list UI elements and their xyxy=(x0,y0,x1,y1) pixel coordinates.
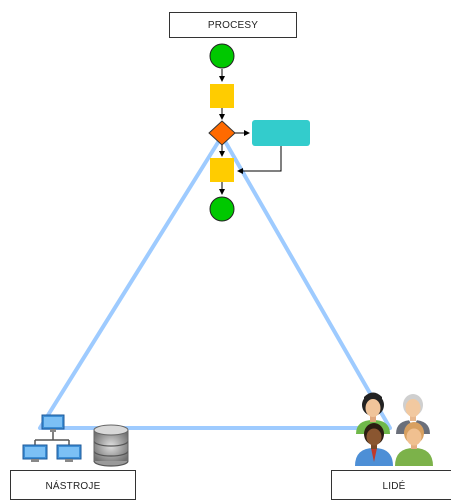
triangle-outline xyxy=(38,134,392,430)
flow-arrow-return xyxy=(237,146,282,174)
database-icon xyxy=(93,424,129,467)
data-object-box[interactable] xyxy=(252,120,310,146)
people-group xyxy=(355,392,433,466)
procesy-label-box: PROCESY xyxy=(169,12,297,38)
nastroje-label-box: NÁSTROJE xyxy=(10,470,136,500)
procesy-label: PROCESY xyxy=(207,19,259,31)
task-2[interactable] xyxy=(210,158,234,182)
end-event[interactable] xyxy=(209,196,235,222)
lide-label-box: LIDÉ xyxy=(331,470,451,500)
young-man-avatar-icon xyxy=(395,422,433,466)
nastroje-label: NÁSTROJE xyxy=(45,481,101,492)
lide-label: LIDÉ xyxy=(382,481,406,492)
gateway-diamond[interactable] xyxy=(208,120,236,146)
network-computers-icon xyxy=(22,414,82,462)
start-event[interactable] xyxy=(209,43,235,69)
man-avatar-icon xyxy=(355,423,393,466)
task-1[interactable] xyxy=(210,84,234,108)
process-flow xyxy=(208,43,310,222)
